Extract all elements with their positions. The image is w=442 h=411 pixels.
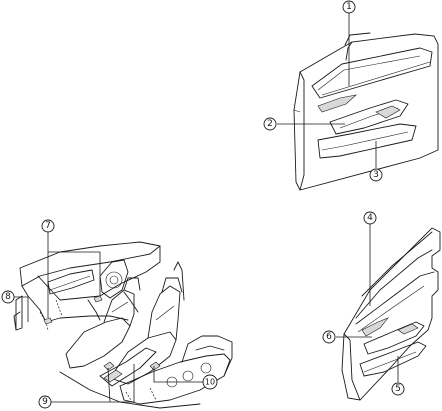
svg-text:7: 7 — [45, 221, 51, 231]
rear-door-trim — [341, 227, 441, 401]
interior-leaders — [14, 232, 203, 403]
front-door-leaders — [277, 11, 377, 168]
svg-text:4: 4 — [367, 213, 373, 223]
vehicle-interior — [13, 241, 233, 409]
front-door-trim — [293, 32, 439, 191]
svg-text:9: 9 — [42, 397, 48, 407]
callout-10: 10 — [202, 374, 218, 390]
svg-text:5: 5 — [395, 384, 401, 394]
callout-1: 1 — [342, 0, 356, 14]
callout-9: 9 — [38, 395, 52, 409]
callout-2: 2 — [263, 117, 277, 131]
callout-6: 6 — [322, 330, 336, 344]
callout-8: 8 — [1, 290, 15, 304]
svg-text:1: 1 — [346, 2, 352, 12]
svg-text:3: 3 — [373, 170, 379, 180]
svg-text:8: 8 — [5, 292, 11, 302]
callout-5: 5 — [391, 382, 405, 396]
callout-7: 7 — [41, 219, 55, 233]
svg-text:10: 10 — [205, 378, 215, 387]
svg-text:6: 6 — [326, 332, 332, 342]
rear-door-leaders — [336, 224, 399, 382]
callout-4: 4 — [363, 211, 377, 225]
callout-3: 3 — [369, 168, 383, 182]
svg-text:2: 2 — [267, 119, 273, 129]
